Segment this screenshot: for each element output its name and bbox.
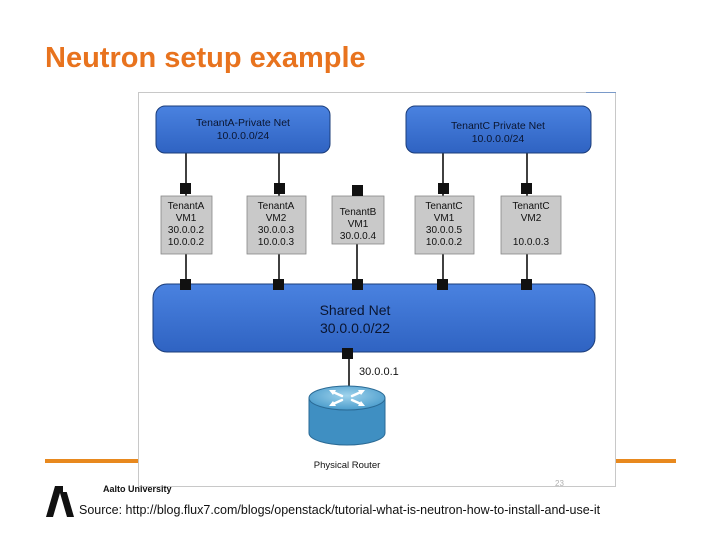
slide-title: Neutron setup example (45, 42, 366, 74)
vm-label-line: VM1 (434, 213, 455, 224)
port-square (521, 279, 532, 290)
port-square (438, 183, 449, 194)
figure-top-accent (586, 92, 616, 93)
vm-tenant-a-vm1: TenantA VM1 30.0.0.2 10.0.0.2 (160, 195, 213, 255)
shared-net-cidr: 30.0.0.0/22 (320, 320, 390, 336)
tenant-a-net-cidr: 10.0.0.0/24 (217, 130, 270, 142)
footer-rule-right (614, 459, 676, 463)
port-square (437, 279, 448, 290)
vm-ip: 30.0.0.2 (168, 225, 205, 236)
vm-ip: 10.0.0.2 (168, 237, 205, 248)
footer-rule-left (45, 459, 140, 463)
page-number: 23 (555, 479, 564, 488)
vm-label-line: VM2 (266, 213, 287, 224)
port-square (352, 185, 363, 196)
network-diagram: TenantA-Private Net 10.0.0.0/24 TenantC … (138, 92, 616, 487)
router-ip: 30.0.0.1 (359, 366, 399, 378)
port-square (521, 183, 532, 194)
vm-ip: 10.0.0.3 (258, 237, 295, 248)
tenant-c-net-name: TenantC Private Net (451, 120, 545, 132)
tenant-a-net: TenantA-Private Net 10.0.0.0/24 (155, 105, 331, 154)
vm-ip: 10.0.0.2 (426, 237, 463, 248)
port-square (180, 279, 191, 290)
tenant-c-net: TenantC Private Net 10.0.0.0/24 (405, 105, 592, 154)
vm-label-line: VM2 (521, 213, 542, 224)
vm-label-line: TenantA (168, 201, 205, 212)
port-square (274, 183, 285, 194)
vm-tenant-b-vm1: TenantB VM1 30.0.0.4 (331, 195, 385, 245)
vm-label-line: TenantA (258, 201, 295, 212)
port-square (273, 279, 284, 290)
router-label: Physical Router (314, 460, 381, 471)
vm-ip: 10.0.0.3 (513, 237, 550, 248)
router-icon (308, 385, 386, 446)
vm-tenant-a-vm2: TenantA VM2 30.0.0.3 10.0.0.3 (246, 195, 307, 255)
port-markers (180, 183, 532, 359)
tenant-c-net-cidr: 10.0.0.0/24 (472, 133, 525, 145)
vm-ip: 30.0.0.4 (340, 231, 377, 242)
aalto-logo-icon (45, 484, 75, 518)
university-name: Aalto University (103, 484, 172, 494)
vm-label-line: VM1 (176, 213, 197, 224)
port-square (180, 183, 191, 194)
vm-label-line: VM1 (348, 219, 369, 230)
vm-tenant-c-vm1: TenantC VM1 30.0.0.5 10.0.0.2 (414, 195, 475, 255)
vm-tenant-c-vm2: TenantC VM2 10.0.0.3 (500, 195, 562, 255)
tenant-a-net-name: TenantA-Private Net (196, 117, 290, 129)
vm-ip: 30.0.0.3 (258, 225, 295, 236)
source-citation: Source: http://blog.flux7.com/blogs/open… (79, 503, 601, 517)
port-square (352, 279, 363, 290)
vm-ip: 30.0.0.5 (426, 225, 463, 236)
shared-net: Shared Net 30.0.0.0/22 (152, 283, 596, 353)
vm-label-line: TenantB (340, 207, 377, 218)
vm-label-line: TenantC (425, 201, 462, 212)
vm-label-line: TenantC (512, 201, 549, 212)
shared-net-name: Shared Net (320, 302, 391, 318)
port-square (342, 348, 353, 359)
